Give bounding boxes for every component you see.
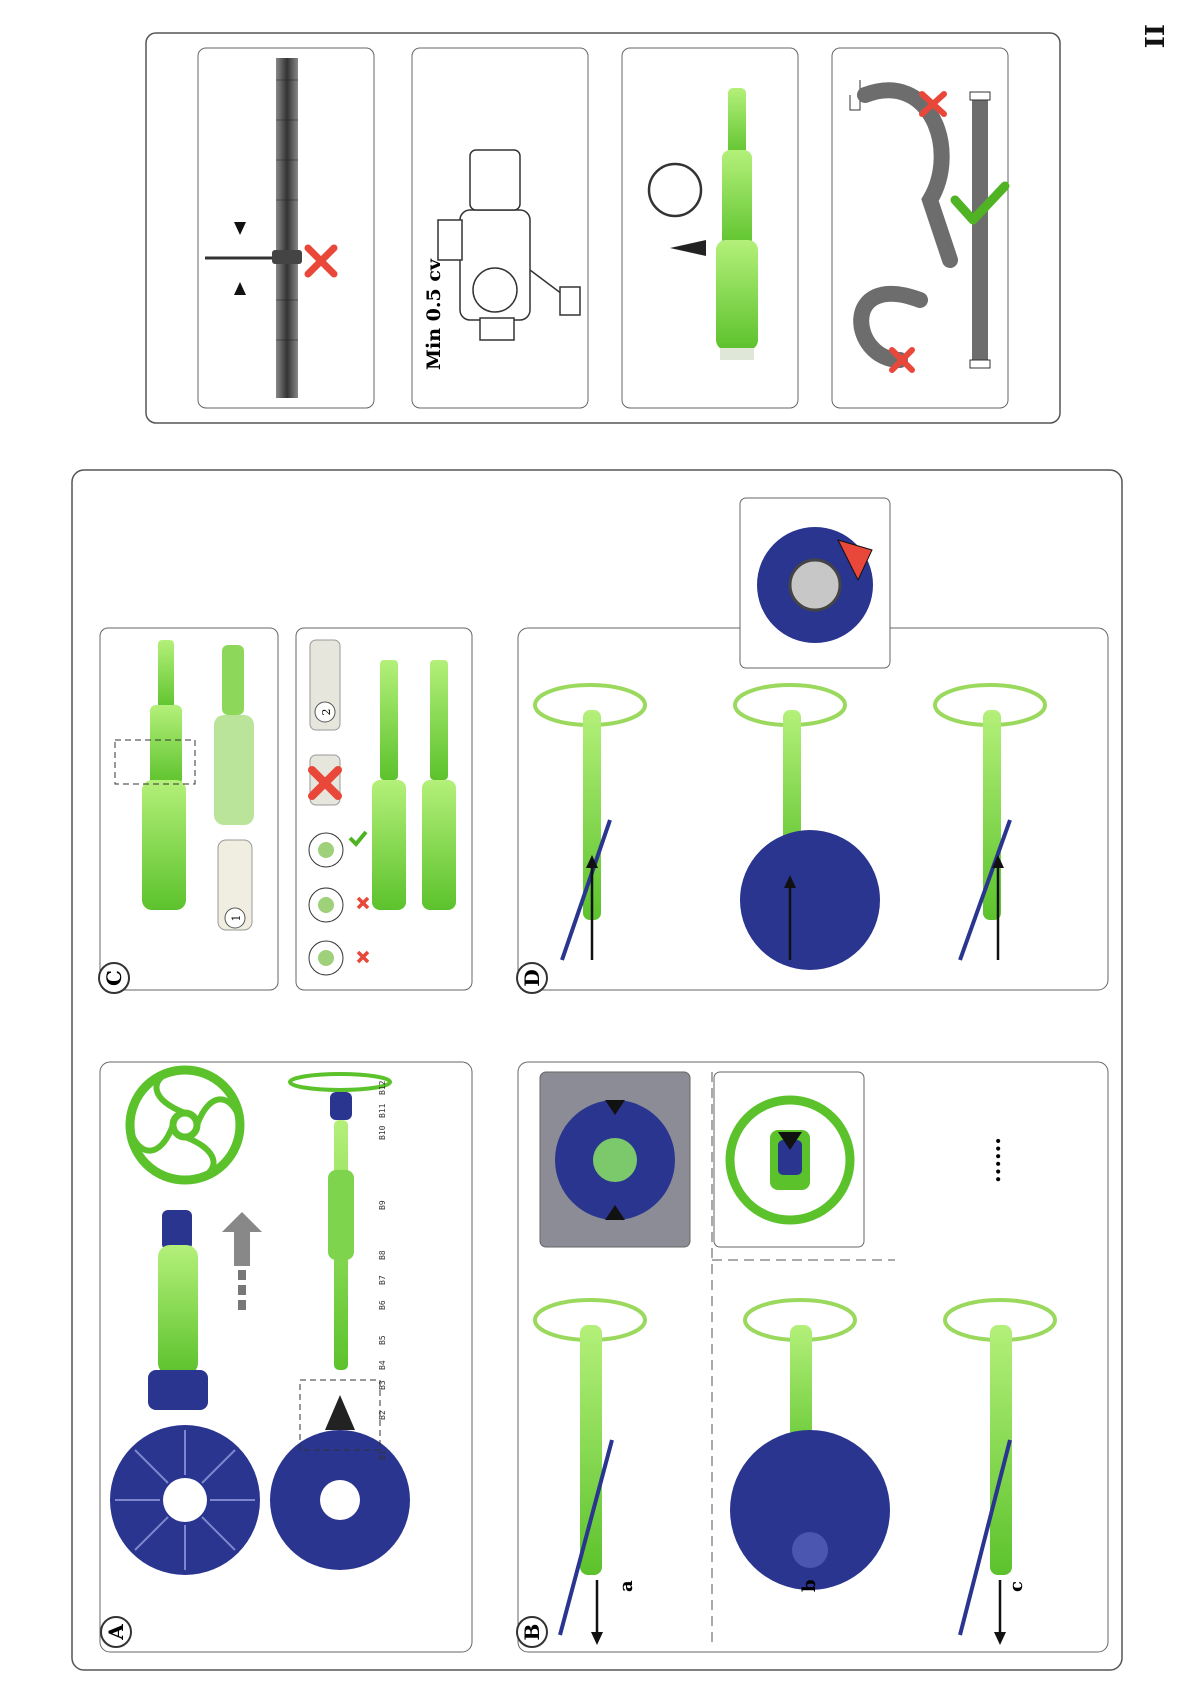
tip-hose-no-knot xyxy=(198,48,374,408)
min-power-label: Min 0.5 cv xyxy=(423,258,445,370)
svg-text:B3: B3 xyxy=(378,1380,387,1390)
marker-2: 2 xyxy=(320,709,333,716)
panel-C: C 1 2 xyxy=(99,628,472,993)
svg-text:B12: B12 xyxy=(378,1080,387,1095)
svg-text:B7: B7 xyxy=(378,1275,387,1285)
svg-text:B9: B9 xyxy=(378,1200,387,1210)
tip-pump-power: Min 0.5 cv xyxy=(412,48,588,408)
panel-B-letter: B xyxy=(520,1624,544,1641)
svg-text:B1: B1 xyxy=(378,1450,387,1460)
svg-text:B4: B4 xyxy=(378,1360,387,1370)
svg-text:B8: B8 xyxy=(378,1250,387,1260)
skirt-disc xyxy=(110,1425,260,1575)
svg-text:B11: B11 xyxy=(378,1103,387,1118)
svg-text:B6: B6 xyxy=(378,1300,387,1310)
step-label-b: b xyxy=(799,1579,820,1592)
panel-A-letter: A xyxy=(104,1624,128,1641)
valve-options xyxy=(309,833,343,975)
svg-text:B5: B5 xyxy=(378,1335,387,1345)
svg-text:B2: B2 xyxy=(378,1410,387,1420)
tip-hose-ring xyxy=(622,48,798,408)
tips-strip: Min 0.5 cv xyxy=(146,33,1060,423)
panel-A: A xyxy=(100,1062,472,1652)
tip-hose-curve xyxy=(832,48,1008,408)
panel-B: B ...... a b xyxy=(517,1062,1108,1652)
panel-D: D xyxy=(517,498,1108,993)
continuation-dots: ...... xyxy=(980,1137,1006,1183)
marker-1: 1 xyxy=(230,915,243,922)
step-label-a: a xyxy=(616,1580,637,1592)
step-label-c: c xyxy=(1006,1581,1027,1592)
svg-text:B10: B10 xyxy=(378,1125,387,1140)
panel-C-letter: C xyxy=(102,970,126,986)
panel-D-letter: D xyxy=(520,969,544,986)
